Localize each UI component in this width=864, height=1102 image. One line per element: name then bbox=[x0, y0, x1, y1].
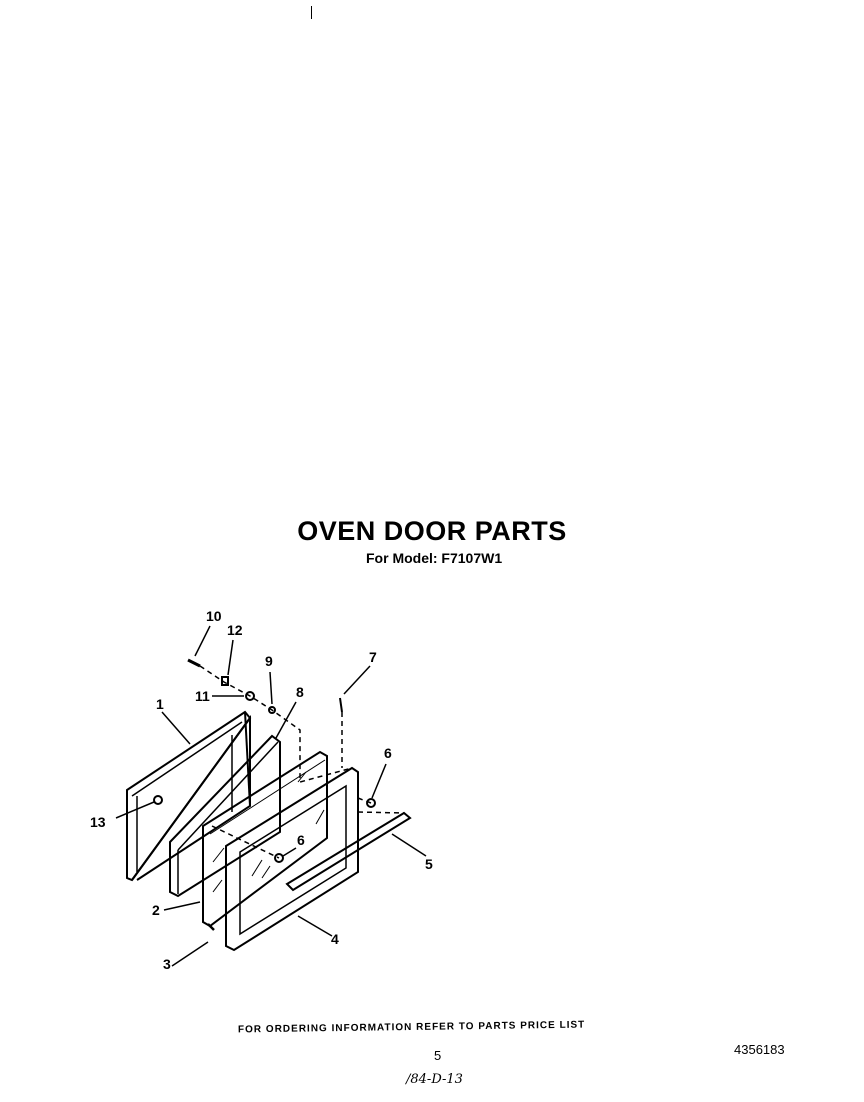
callout-7: 7 bbox=[369, 649, 377, 665]
inner-door-panel-edge bbox=[131, 714, 251, 881]
callout-12: 12 bbox=[227, 622, 243, 638]
clip-12 bbox=[221, 676, 229, 686]
callout-2: 2 bbox=[152, 902, 160, 918]
outer-door-window bbox=[239, 784, 347, 936]
spacer-13 bbox=[153, 795, 163, 805]
callout-10: 10 bbox=[206, 608, 222, 624]
callout-1: 1 bbox=[156, 696, 164, 712]
screw-9 bbox=[268, 706, 276, 714]
callout-9: 9 bbox=[265, 653, 273, 669]
callout-8: 8 bbox=[296, 684, 304, 700]
nut-6-right bbox=[366, 798, 376, 808]
model-subtitle: For Model: F7107W1 bbox=[366, 550, 503, 566]
document-number: 4356183 bbox=[734, 1042, 785, 1057]
callout-5: 5 bbox=[425, 856, 433, 872]
callout-3: 3 bbox=[163, 956, 171, 972]
pin-10 bbox=[187, 658, 201, 668]
glass-panel bbox=[202, 750, 328, 928]
nut-6-center bbox=[274, 853, 284, 863]
clip-3 bbox=[207, 923, 215, 931]
page-number: 5 bbox=[434, 1048, 442, 1063]
callout-6-right: 6 bbox=[384, 745, 392, 761]
page-title: OVEN DOOR PARTS bbox=[297, 516, 567, 546]
door-handle bbox=[285, 811, 412, 892]
callout-11: 11 bbox=[195, 688, 210, 704]
screw-7 bbox=[339, 697, 343, 713]
callout-4: 4 bbox=[331, 931, 339, 947]
callout-6-center: 6 bbox=[297, 832, 305, 848]
hinge-bolt-11 bbox=[245, 691, 255, 701]
outer-door-frame bbox=[225, 766, 359, 952]
callout-13: 13 bbox=[90, 814, 106, 830]
door-liner-panel bbox=[169, 734, 281, 898]
handwritten-note: /84-D-13 bbox=[406, 1072, 463, 1087]
margin-tick-mark bbox=[311, 6, 312, 19]
